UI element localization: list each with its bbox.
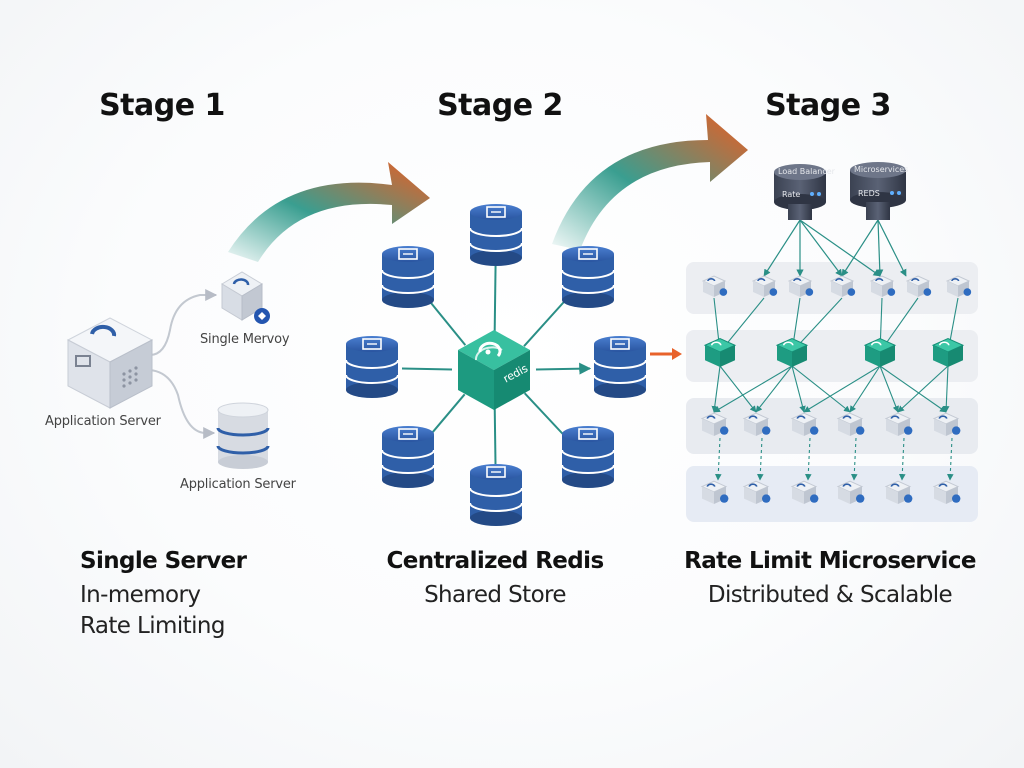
database-icon [216,402,270,469]
db-label: Application Server [180,477,296,492]
stage1-diagram [66,271,270,469]
service-node-icon [829,275,856,297]
service-node-icon [751,275,778,297]
stage1-caption-line-1: In-memory [80,582,201,608]
stage3-title: Stage 3 [765,88,891,123]
stage2-to-3-small-arrow [650,348,682,360]
load-balancer-node [774,164,826,220]
stage1-caption-line-2: Rate Limiting [80,613,225,639]
memory-label: Single Mervoy [200,332,290,347]
service-node-icon [700,412,729,436]
microservices-node [850,162,906,220]
redis-node-db-icon [469,204,523,266]
app-server-label: Application Server [45,414,161,429]
lb-title: Load Balancer [778,167,835,176]
rate-limiter-node-icon [775,337,809,367]
stage2-caption-line-1: Shared Store [424,582,566,608]
redis-node-db-icon [381,426,435,488]
service-node-icon [945,275,972,297]
service-node-icon [836,480,865,504]
lb-sub: Rate [782,190,801,199]
service-node-icon [932,412,961,436]
stage2-diagram [345,204,647,526]
service-node-icon [742,480,771,504]
stage3-caption-title: Rate Limit Microservice [684,548,976,574]
redis-node-db-icon [593,336,647,398]
redis-hub [458,330,530,410]
rate-limiter-node-icon [931,337,965,367]
redis-node-db-icon [345,336,399,398]
service-node-icon [905,275,932,297]
service-node-icon [884,480,913,504]
stage3-caption-line-1: Distributed & Scalable [707,582,953,608]
ms-sub: REDS [858,189,880,198]
stage1-title: Stage 1 [99,88,225,123]
service-node-icon [701,275,728,297]
service-node-icon [884,412,913,436]
redis-node-db-icon [561,426,615,488]
service-node-icon [836,412,865,436]
service-node-icon [790,412,819,436]
transition-arrow-stage1-to-2 [228,162,430,262]
rate-limiter-node-icon [863,337,897,367]
redis-node-db-icon [561,246,615,308]
ms-title: Microservices [854,165,909,174]
rate-limiter-node-icon [703,337,737,367]
memory-cube-icon [221,271,270,324]
stage2-caption-title: Centralized Redis [386,548,604,574]
service-node-icon [787,275,814,297]
service-node-icon [790,480,819,504]
stage1-caption-title: Single Server [80,548,247,574]
service-node-icon [932,480,961,504]
stage2-title: Stage 2 [437,88,563,123]
stage3-diagram [686,162,978,522]
redis-node-db-icon [381,246,435,308]
service-node-icon [869,275,896,297]
service-node-icon [742,412,771,436]
service-node-icon [700,480,729,504]
transition-arrow-stage2-to-3 [552,114,748,250]
redis-node-db-icon [469,464,523,526]
application-server-icon [66,317,154,409]
